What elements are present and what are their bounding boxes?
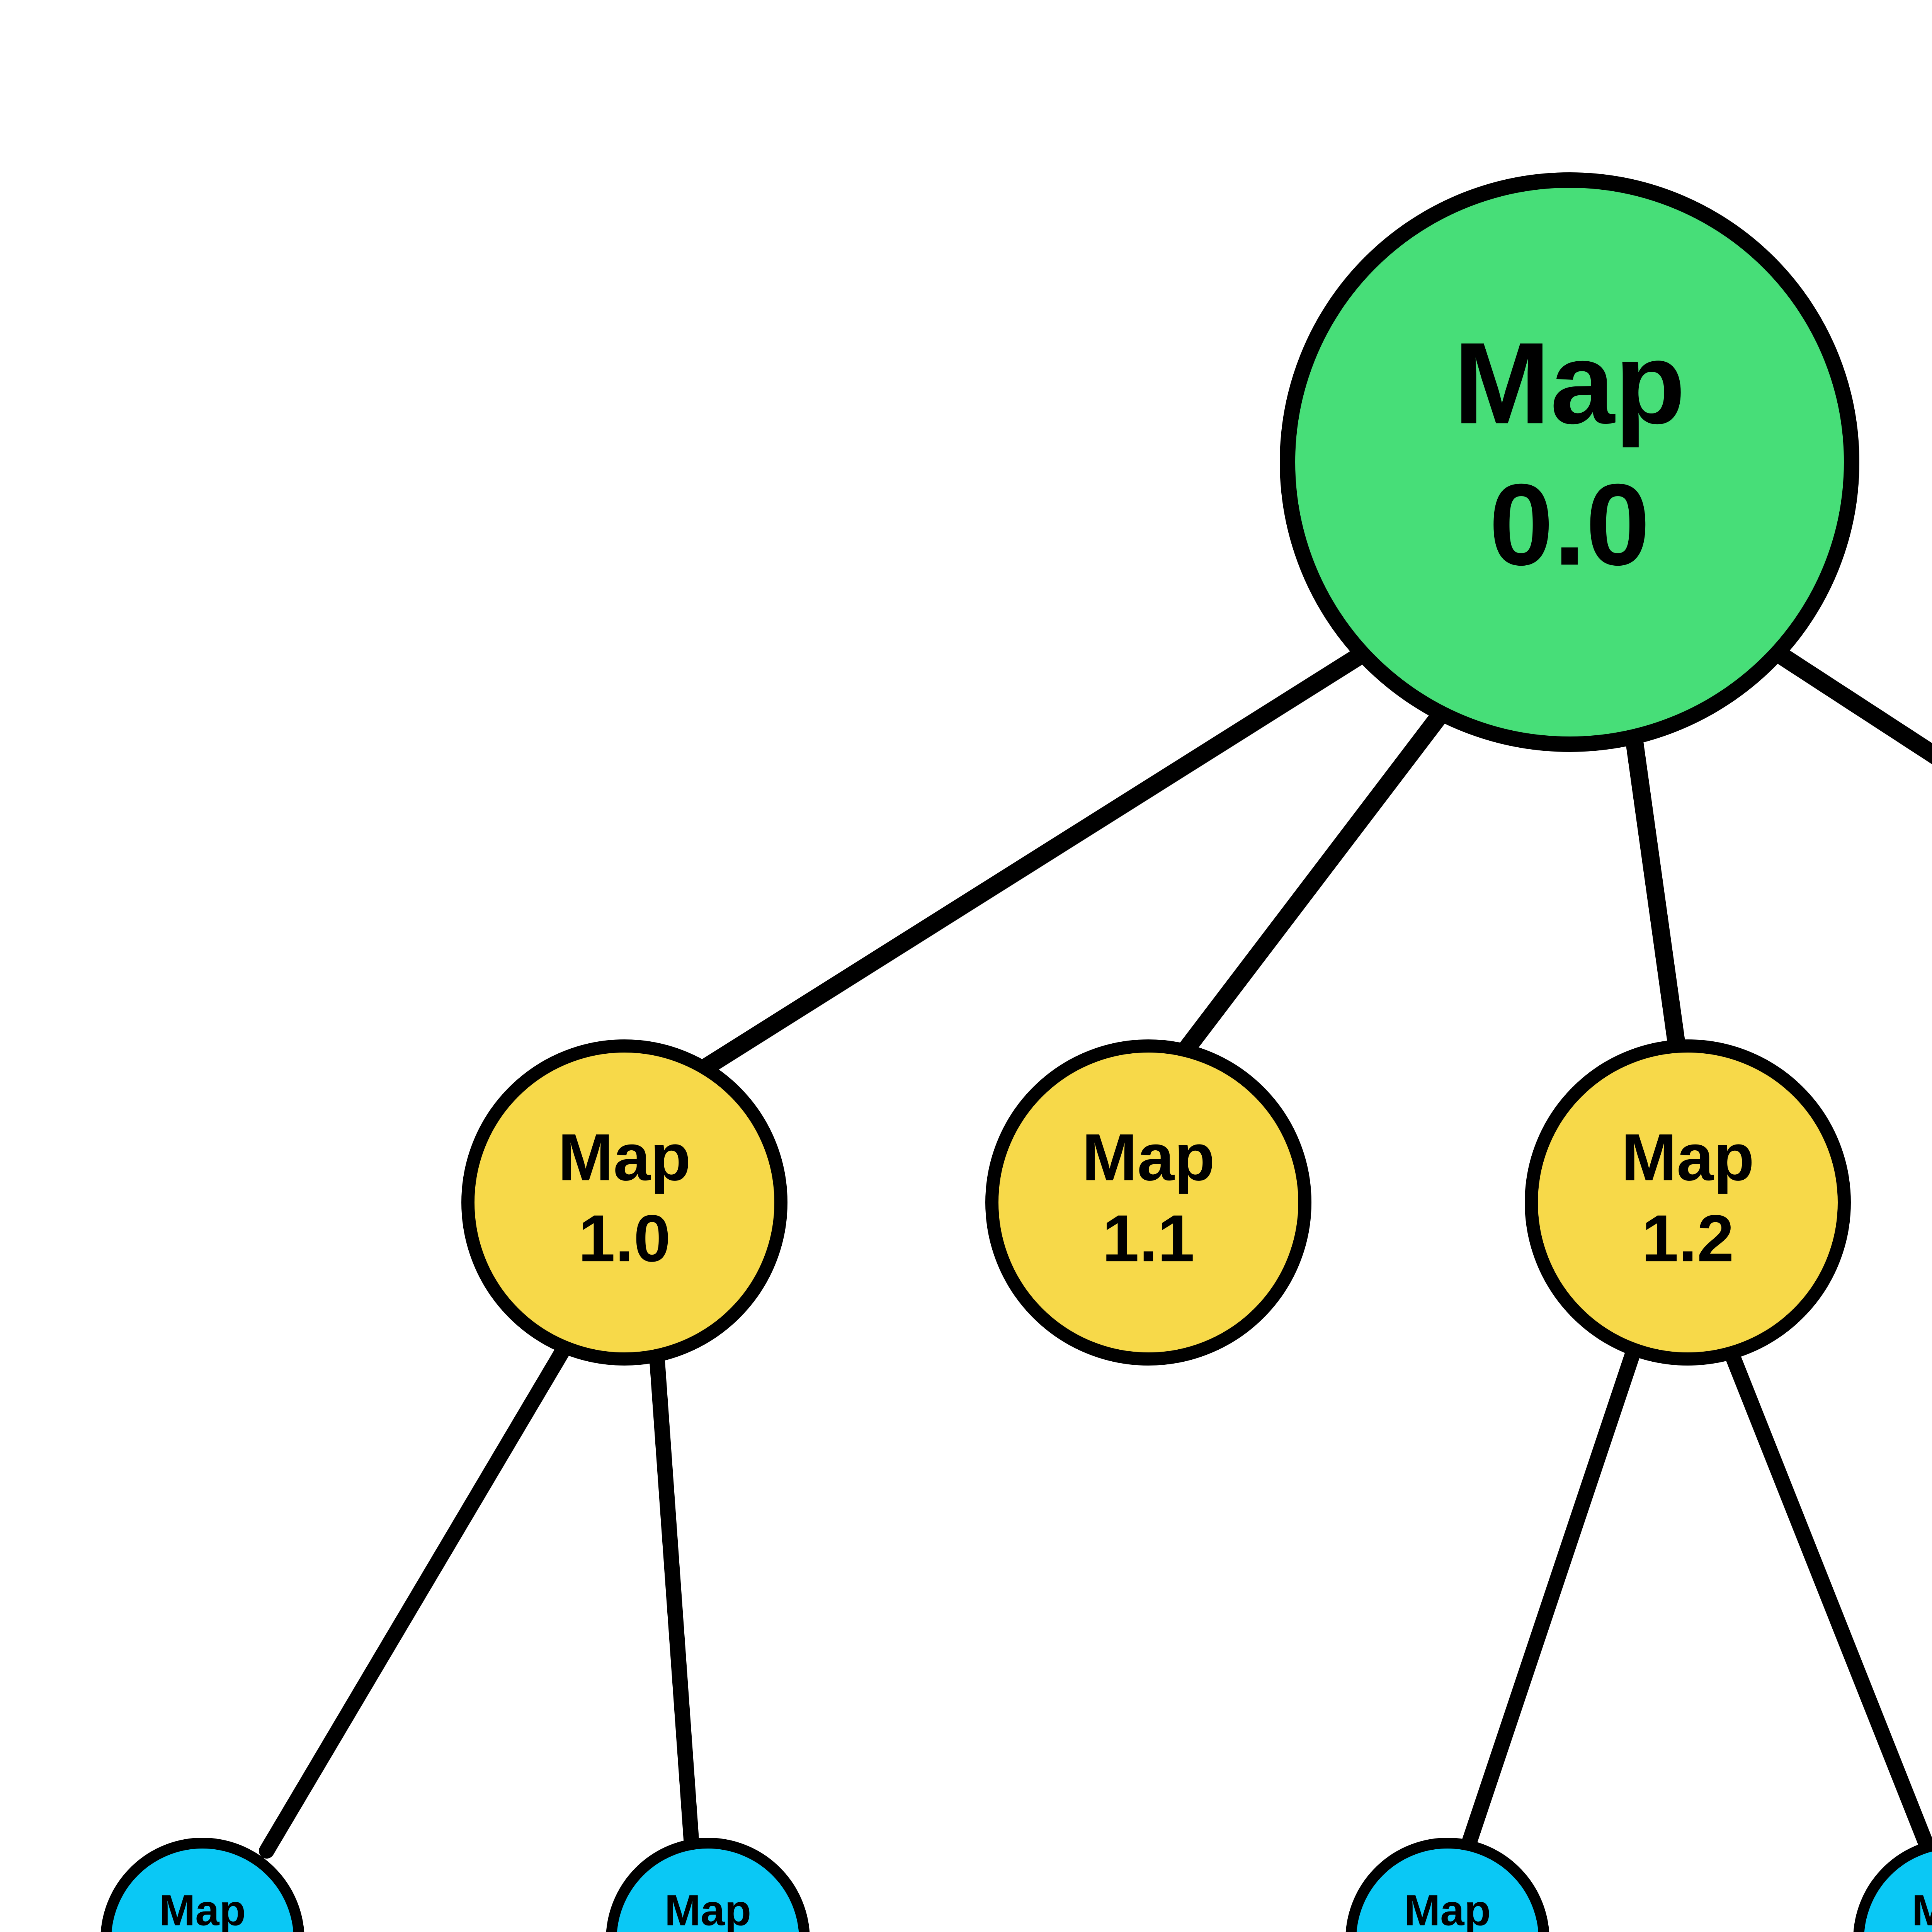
node-circle-map-2-243-a[interactable]	[606, 1838, 810, 1932]
tree-edge-map-1-0-to-map-2-0-a	[259, 1341, 572, 1859]
tree-edge-map-1-0-to-map-2-243-a	[649, 1349, 699, 1853]
node-title-map-1-1: Map	[1082, 1120, 1215, 1194]
node-circle-map-2-243-b[interactable]	[1853, 1840, 1932, 1932]
node-title-map-2-243-a: Map	[665, 1886, 751, 1932]
tree-edge-map-1-2-to-map-2-243-b	[1723, 1345, 1932, 1857]
tree-edge-map-1-2-to-map-2-0-b	[1461, 1341, 1642, 1853]
node-circle-map-1-0[interactable]	[461, 1039, 787, 1366]
tree-node-map-2-243-a[interactable]: Map2.243	[606, 1838, 810, 1932]
node-circle-map-1-1[interactable]	[985, 1039, 1311, 1366]
node-value-map-0-0: 0.0	[1489, 459, 1650, 589]
node-title-map-0-0: Map	[1454, 318, 1685, 449]
tree-node-map-2-0-b[interactable]: Map2.0	[1345, 1838, 1549, 1932]
tree-edge-map-0-0-to-map-1-243	[1769, 644, 1932, 764]
node-circle-map-0-0[interactable]	[1280, 172, 1859, 752]
nodes-group: Map0.0Map1.0Map1.1Map1.2Map1.243Map2.0Ma…	[100, 172, 1932, 1932]
node-value-map-1-1: 1.1	[1102, 1201, 1194, 1276]
node-value-map-1-0: 1.0	[578, 1201, 670, 1276]
node-title-map-1-2: Map	[1621, 1120, 1754, 1194]
edges-group	[259, 644, 1932, 1859]
tree-edge-map-0-0-to-map-1-1	[1177, 710, 1446, 1058]
node-value-map-1-2: 1.2	[1641, 1201, 1734, 1276]
tree-edge-map-0-0-to-map-1-2	[1626, 733, 1686, 1056]
node-circle-map-2-0-b[interactable]	[1345, 1838, 1549, 1932]
tree-node-map-2-0-a[interactable]: Map2.0	[100, 1838, 304, 1932]
node-title-map-2-0-b: Map	[1404, 1886, 1491, 1932]
node-title-map-2-243-b: Map	[1912, 1886, 1932, 1932]
tree-edge-map-0-0-to-map-1-0	[698, 644, 1373, 1075]
node-title-map-2-0-a: Map	[159, 1886, 246, 1932]
tree-node-map-2-243-b[interactable]: Map2.243	[1853, 1840, 1932, 1932]
node-title-map-1-0: Map	[558, 1120, 691, 1194]
node-circle-map-1-2[interactable]	[1525, 1039, 1851, 1366]
node-circle-map-2-0-a[interactable]	[100, 1838, 304, 1932]
